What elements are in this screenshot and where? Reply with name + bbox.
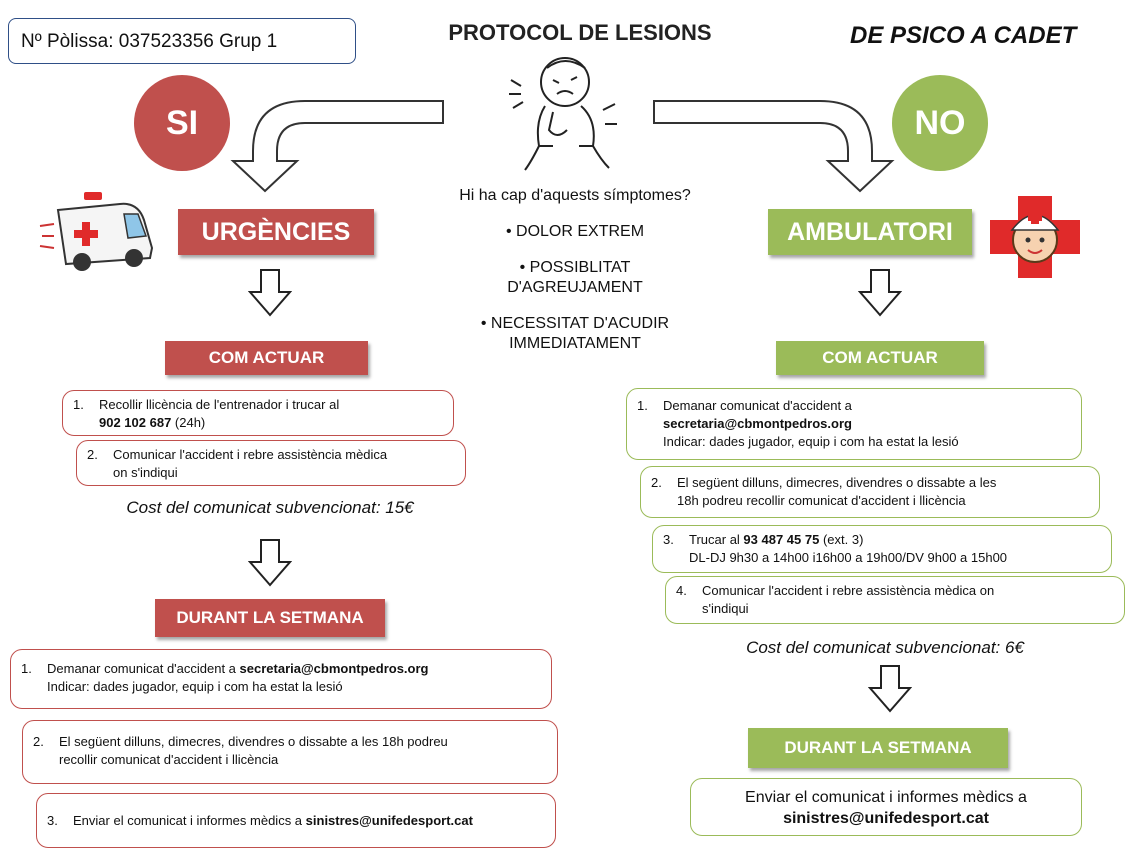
right-step-1: 1. Demanar comunicat d'accident a secreta… (626, 388, 1082, 460)
left-week-step-1: 1. Demanar comunicat d'accident a secreta… (10, 649, 552, 709)
left-cost: Cost del comunicat subvencionat: 15€ (126, 498, 414, 517)
email: secretaria@cbmontpedros.org (239, 661, 429, 676)
page-subtitle: DE PSICO A CADET (850, 22, 1077, 49)
step-text: Enviar el comunicat i informes mèdics a (73, 813, 306, 828)
symptoms-question: Hi ha cap d'aquests símptomes? (459, 187, 691, 204)
step-text: Demanar comunicat d'accident a (47, 661, 240, 676)
step-text-b: Indicar: dades jugador, equip i com ha e… (47, 679, 343, 694)
step-text-b: 18h podreu recollir comunicat d'accident… (677, 493, 966, 508)
no-circle: NO (892, 75, 988, 171)
symptom-necessitat-a: • NECESSITAT D'ACUDIR (480, 315, 670, 332)
phone-number: 93 487 45 75 (743, 532, 820, 547)
right-cost: Cost del comunicat subvencionat: 6€ (746, 638, 1024, 657)
phone-number: 902 102 687 (99, 415, 172, 430)
right-step-4: 4. Comunicar l'accident i rebre assistènc… (665, 576, 1125, 624)
curved-arrow-left-icon (230, 100, 444, 193)
arrow-down-icon (248, 269, 292, 317)
step-text-b: recollir comunicat d'accident i llicènci… (59, 752, 279, 767)
nurse-icon (990, 196, 1080, 278)
step-text-b: Indicar: dades jugador, equip i com ha e… (663, 434, 959, 449)
policy-number: Nº Pòlissa: 037523356 Grup 1 (8, 18, 356, 64)
step-number: 2. (33, 734, 44, 749)
symptom-necessitat-b: IMMEDIATAMENT (509, 335, 641, 352)
step-number: 3. (663, 532, 674, 547)
symptom-agreujament-b: D'AGREUJAMENT (507, 279, 643, 296)
step-text: Comunicar l'accident i rebre assistència… (702, 583, 995, 598)
step-text: Comunicar l'accident i rebre assistència… (113, 447, 388, 462)
step-number: 1. (21, 661, 32, 676)
symptom-agreujament-a: • POSSIBLITAT (519, 259, 631, 276)
urgencies-heading: URGÈNCIES (178, 209, 374, 255)
step-number: 1. (637, 398, 648, 413)
opening-hours: DL-DJ 9h30 a 14h00 i16h00 a 19h00/DV 9h0… (689, 550, 1008, 565)
arrow-down-icon (868, 665, 912, 713)
step-text: Recollir llicència de l'entrenador i tru… (99, 397, 340, 412)
step-text-b: on s'indiqui (113, 465, 178, 480)
step-number: 2. (87, 447, 98, 462)
step-number: 1. (73, 397, 84, 412)
right-week-box: Enviar el comunicat i informes mèdics a … (690, 778, 1082, 836)
page-title: PROTOCOL DE LESIONS (448, 20, 712, 45)
step-text: El següent dilluns, dimecres, divendres … (59, 734, 448, 749)
ambulance-icon (39, 192, 154, 271)
left-step-1: 1. Recollir llicència de l'entrenador i t… (62, 390, 454, 436)
step-number: 2. (651, 475, 662, 490)
email: sinistres@unifedesport.cat (783, 810, 989, 827)
phone-ext: (ext. 3) (819, 532, 864, 547)
left-week-step-2: 2. El següent dilluns, dimecres, divendre… (22, 720, 558, 784)
left-durant-setmana: DURANT LA SETMANA (155, 599, 385, 637)
left-com-actuar: COM ACTUAR (165, 341, 368, 375)
week-text: Enviar el comunicat i informes mèdics a (745, 789, 1027, 806)
step-number: 3. (47, 813, 58, 828)
right-com-actuar: COM ACTUAR (776, 341, 984, 375)
email: sinistres@unifedesport.cat (305, 813, 473, 828)
email: secretaria@cbmontpedros.org (663, 416, 852, 431)
si-circle: SI (134, 75, 230, 171)
step-number: 4. (676, 583, 687, 598)
left-step-2: 2. Comunicar l'accident i rebre assistènc… (76, 440, 466, 486)
phone-suffix: (24h) (171, 415, 206, 430)
arrow-down-icon (248, 539, 292, 587)
right-durant-setmana: DURANT LA SETMANA (748, 728, 1008, 768)
step-text: El següent dilluns, dimecres, divendres … (677, 475, 997, 490)
ambulatori-heading: AMBULATORI (768, 209, 972, 255)
step-text-b: s'indiqui (702, 601, 749, 616)
step-text: Demanar comunicat d'accident a (663, 398, 852, 413)
curved-arrow-right-icon (653, 100, 895, 193)
left-week-step-3: 3. Enviar el comunicat i informes mèdics … (36, 793, 556, 848)
injured-child-illustration (509, 57, 617, 171)
step-text: Trucar al (689, 532, 744, 547)
symptom-dolor: • DOLOR EXTREM (505, 223, 645, 240)
arrow-down-icon (858, 269, 902, 317)
right-step-3: 3. Trucar al 93 487 45 75 (ext. 3) DL-DJ … (652, 525, 1112, 573)
right-step-2: 2. El següent dilluns, dimecres, divendre… (640, 466, 1100, 518)
